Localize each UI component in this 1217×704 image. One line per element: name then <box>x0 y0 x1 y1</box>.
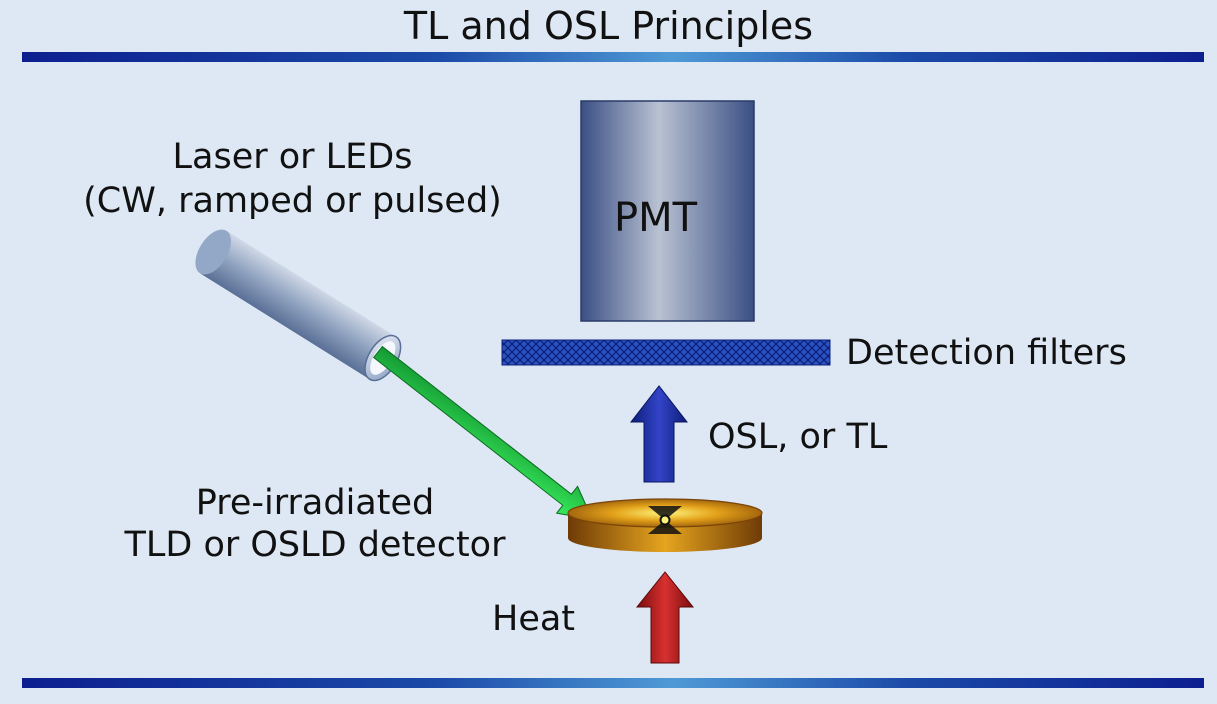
radiation-icon <box>648 506 682 534</box>
diagram-title: TL and OSL Principles <box>403 4 814 48</box>
light-source-tube <box>195 229 402 382</box>
pmt-label: PMT <box>614 195 698 241</box>
signal-arrow <box>629 385 689 483</box>
light-source-label-line1: Laser or LEDs <box>172 137 413 177</box>
bottom-rule <box>22 678 1204 688</box>
detector-label-line1: Pre-irradiated <box>195 483 435 523</box>
detection-filter <box>501 339 831 366</box>
heat-label: Heat <box>492 599 576 639</box>
detector-label-line2: TLD or OSLD detector <box>124 525 506 565</box>
heat-arrow <box>635 571 695 664</box>
light-source-label-line2: (CW, ramped or pulsed) <box>83 181 502 221</box>
pmt-body <box>580 100 755 322</box>
filters-label: Detection filters <box>846 333 1127 373</box>
signal-label: OSL, or TL <box>708 417 888 457</box>
top-rule <box>22 52 1204 62</box>
detector-disc <box>567 498 763 552</box>
